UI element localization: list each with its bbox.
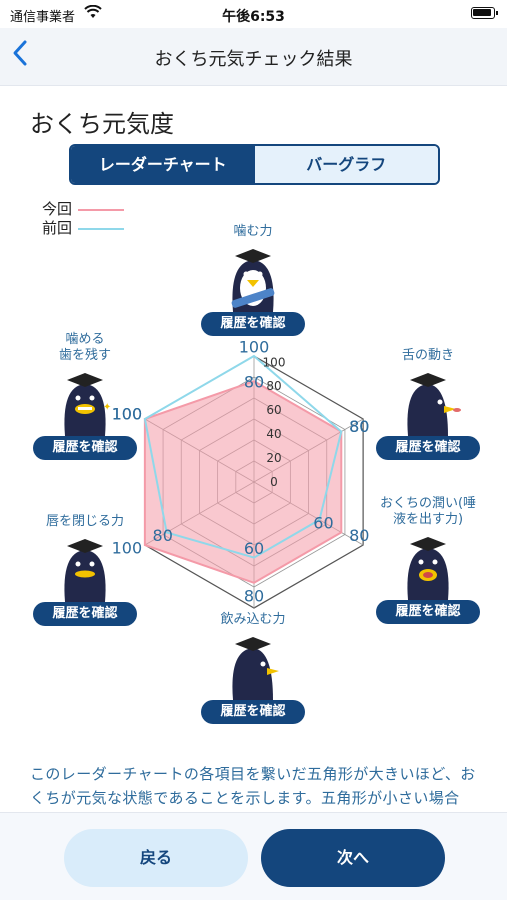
category-label-chew: 噛む力	[233, 224, 273, 239]
history-button-chew[interactable]: 履歴を確認	[201, 312, 305, 336]
radar-scale-tick-80: 80	[266, 379, 281, 393]
penguin-chew-icon	[219, 242, 287, 312]
penguin-swallow-icon	[219, 630, 287, 700]
wifi-icon	[84, 4, 102, 23]
radar-spoke-5	[144, 418, 255, 483]
legend-line-current	[78, 208, 125, 211]
history-button-moisture[interactable]: 履歴を確認	[376, 600, 480, 624]
penguin-lips-icon	[51, 532, 119, 602]
category-label-teeth-line1: 噛める	[65, 332, 105, 347]
penguin-moisture-icon	[394, 530, 462, 600]
radar-scale-tick-20: 20	[266, 451, 281, 465]
history-button-tongue[interactable]: 履歴を確認	[376, 436, 480, 460]
bottom-action-bar: 戻る 次へ	[0, 812, 507, 900]
legend-label-current: 今回	[42, 200, 73, 218]
category-label-teeth-line2: 歯を残す	[58, 348, 111, 363]
radar-grid-ring-1	[235, 460, 273, 504]
tab-bar-graph[interactable]: バーグラフ	[254, 146, 438, 183]
radar-value-label-previous-2: 60	[313, 513, 333, 532]
radar-value-label-previous-0: 100	[239, 338, 270, 357]
category-tongue: 舌の動き 履歴を確認	[376, 348, 480, 460]
clock: 午後6:53	[222, 9, 285, 25]
tab-radar-chart[interactable]: レーダーチャート	[71, 146, 255, 183]
radar-series-previous	[143, 354, 343, 559]
radar-grid-ring-4	[180, 397, 328, 567]
legend-line-previous	[78, 227, 125, 230]
back-button[interactable]: 戻る	[64, 829, 248, 887]
radar-value-label-current-1: 80	[349, 417, 369, 436]
category-label-moisture-line1: おくちの潤い(唾	[379, 496, 477, 511]
chart-legend: 今回 前回	[42, 200, 125, 238]
radar-value-label-previous-4: 80	[153, 526, 173, 545]
category-chew: 噛む力 履歴を確認	[201, 224, 305, 336]
page-title: おくち元気チェック結果	[154, 49, 353, 70]
radar-scale-tick-100: 100	[263, 355, 286, 369]
radar-series-current	[143, 380, 343, 584]
radar-spoke-2	[253, 481, 364, 546]
carrier-label: 通信事業者	[10, 10, 76, 25]
radar-grid-ring-3	[199, 418, 309, 546]
radar-scale-tick-0: 0	[270, 475, 278, 489]
back-chevron-icon[interactable]	[10, 38, 44, 74]
radar-value-label-current-2: 80	[349, 526, 369, 545]
legend-item-current: 今回	[42, 200, 125, 219]
radar-spoke-1	[253, 418, 364, 483]
category-label-lips: 唇を閉じる力	[45, 514, 124, 529]
radar-value-label-previous-3: 60	[244, 539, 264, 558]
radar-scale-tick-60: 60	[266, 403, 281, 417]
radar-value-label-current-0: 80	[244, 373, 264, 392]
radar-spoke-4	[144, 481, 255, 546]
radar-grid-ring-2	[217, 439, 291, 525]
history-button-swallow[interactable]: 履歴を確認	[201, 700, 305, 724]
radar-scale-tick-40: 40	[266, 427, 281, 441]
category-swallow: 飲み込む力 履歴を確認	[201, 612, 305, 724]
category-label-moisture-line2: 液を出す力)	[392, 512, 464, 527]
chart-type-segmented-control: レーダーチャート バーグラフ	[69, 144, 440, 185]
category-label-tongue: 舌の動き	[401, 348, 454, 363]
next-button[interactable]: 次へ	[261, 829, 445, 887]
legend-label-previous: 前回	[42, 219, 73, 237]
penguin-tongue-icon	[394, 366, 462, 436]
section-title: おくち元気度	[30, 110, 174, 138]
legend-item-previous: 前回	[42, 219, 125, 238]
svg-text:✦: ✦	[103, 402, 111, 413]
category-label-swallow: 飲み込む力	[220, 612, 286, 627]
navigation-bar: おくち元気チェック結果	[0, 28, 507, 86]
radar-value-label-previous-1: 80	[349, 417, 369, 436]
category-lips: 唇を閉じる力 履歴を確認	[33, 514, 137, 626]
category-moisture: おくちの潤い(唾 液を出す力) 履歴を確認	[370, 496, 486, 624]
history-button-teeth[interactable]: 履歴を確認	[33, 436, 137, 460]
penguin-teeth-icon: ✦	[51, 366, 119, 436]
history-button-lips[interactable]: 履歴を確認	[33, 602, 137, 626]
category-teeth: 噛める 歯を残す ✦ 履歴を確認	[33, 332, 137, 460]
battery-icon	[471, 7, 498, 19]
status-bar: 通信事業者 午後6:53	[0, 0, 507, 28]
radar-grid-ring-6	[144, 355, 364, 609]
radar-value-label-current-3: 80	[244, 586, 264, 605]
radar-grid-ring-5	[162, 376, 346, 588]
